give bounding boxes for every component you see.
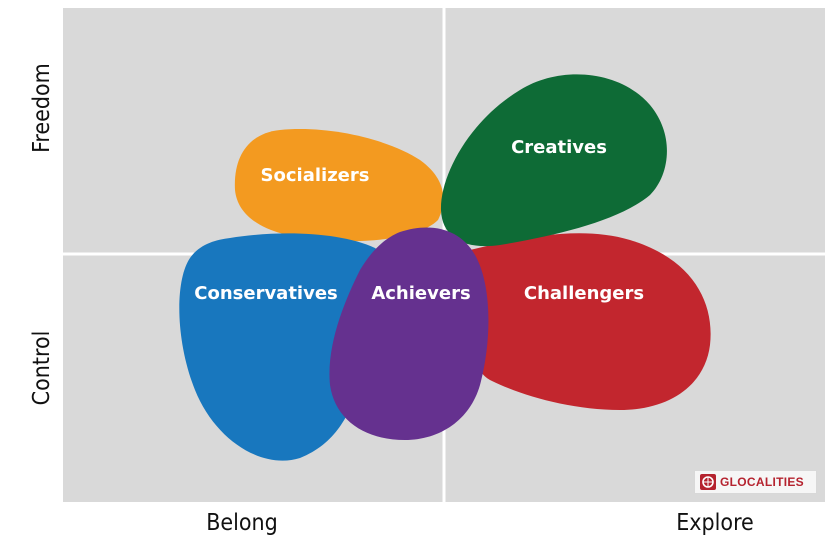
socializers-blob xyxy=(234,129,444,242)
challengers-blob xyxy=(470,233,711,410)
glocalities-logo-icon xyxy=(700,474,716,490)
socializers-label: Socializers xyxy=(260,165,370,186)
glocalities-logo-text: GLOCALITIES xyxy=(720,475,804,489)
creatives-label: Creatives xyxy=(511,137,607,158)
x-axis-left-label: Belong xyxy=(206,510,278,536)
y-axis-bottom-label: Control xyxy=(29,330,55,406)
x-axis-right-label: Explore xyxy=(676,510,754,536)
creatives-blob xyxy=(440,74,667,247)
challengers-label: Challengers xyxy=(523,283,645,304)
glocalities-logo: GLOCALITIES xyxy=(694,470,817,494)
y-axis-top-label: Freedom xyxy=(29,63,55,153)
conservatives-label: Conservatives xyxy=(194,283,338,304)
achievers-blob xyxy=(329,227,489,440)
conservatives-blob xyxy=(179,233,388,461)
achievers-label: Achievers xyxy=(371,283,471,304)
